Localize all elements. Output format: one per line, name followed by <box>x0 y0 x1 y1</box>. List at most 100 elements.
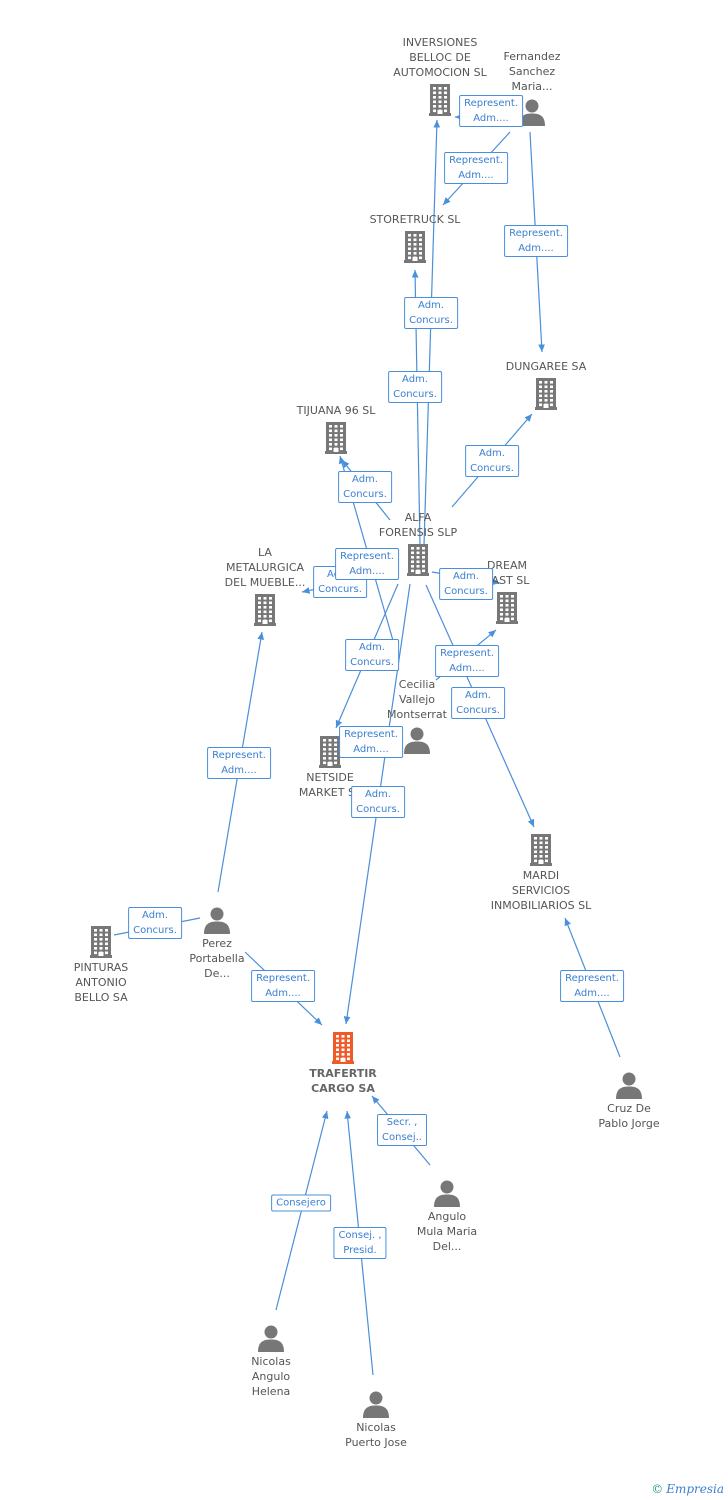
node-label-line: FORENSIS SLP <box>378 526 458 539</box>
building-icon <box>535 378 557 415</box>
edge-label-perez-metalurgica[interactable]: Represent. Adm.... <box>207 747 271 779</box>
edge-label-alfa-storetruck[interactable]: Adm.Concurs. <box>404 297 458 329</box>
edge-label-cecilia-tijuana[interactable]: Represent. Adm.... <box>335 548 399 580</box>
edge-label-line: Concurs. <box>444 586 488 597</box>
edge-label-fernandez-inversiones[interactable]: Represent. Adm.... <box>459 95 523 127</box>
edge-label-alfa-dungaree[interactable]: Adm.Concurs. <box>465 445 519 477</box>
edge-label-alfa-mardi[interactable]: Adm.Concurs. <box>451 687 505 719</box>
building-icon <box>332 1032 354 1069</box>
edge-label-line: Represent. <box>340 551 394 562</box>
edge-label-line: Adm.... <box>458 170 494 181</box>
edge-label-line: Adm.... <box>221 765 257 776</box>
edge-label-line: Concurs. <box>356 804 400 815</box>
edge-label-line: Adm.... <box>473 113 509 124</box>
edge-label-nicolas_puerto-trafertir[interactable]: Consej. ,Presid. <box>333 1227 387 1259</box>
node-label-line: Pablo Jorge <box>598 1117 660 1130</box>
node-label-line: EAST SL <box>484 574 530 587</box>
edge-label-line: Adm. <box>365 789 391 800</box>
node-label-line: METALURGICA <box>225 561 305 574</box>
node-label-line: De... <box>204 967 230 980</box>
edge-label-line: Represent. <box>509 228 563 239</box>
node-label-line: Nicolas <box>356 1421 396 1434</box>
edge-label-cecilia-dream[interactable]: Represent. Adm.... <box>435 645 499 677</box>
node-label-line: Helena <box>251 1385 291 1398</box>
edge-alfa-inversiones <box>423 119 441 546</box>
node-label-line: CARGO SA <box>311 1082 375 1095</box>
node-label-line: Maria... <box>511 80 553 93</box>
node-label-line: Angulo <box>251 1370 291 1383</box>
node-label: Cruz De Pablo Jorge <box>598 1101 659 1131</box>
edge-label-angulo_mula-trafertir[interactable]: Secr. ,Consej.. <box>377 1114 427 1146</box>
person-icon <box>615 1071 643 1104</box>
edge-label-line: Represent. <box>212 750 266 761</box>
edge-label-line: Represent. <box>440 648 494 659</box>
edge-label-line: Adm. <box>402 374 428 385</box>
node-label-line: AUTOMOCION SL <box>393 66 487 79</box>
edge-label-line: Adm. <box>359 642 385 653</box>
edge-label-fernandez-storetruck[interactable]: Represent.Adm.... <box>444 152 508 184</box>
node-label-line: Mula Maria <box>416 1225 478 1238</box>
building-icon <box>530 834 552 871</box>
node-label-line: Cecilia <box>398 678 436 691</box>
person-icon <box>203 906 231 939</box>
building-icon <box>325 422 347 459</box>
node-label-line: BELLOC DE <box>409 51 471 64</box>
edge-label-line: Concurs. <box>343 489 387 500</box>
person-icon <box>518 98 546 131</box>
building-icon <box>404 231 426 268</box>
edge-label-nicolas_angulo-trafertir[interactable]: Consejero <box>271 1194 331 1212</box>
node-label-line: DREAM <box>486 559 528 572</box>
node-label-line: ANTONIO <box>75 976 127 989</box>
edge-label-alfa-netside[interactable]: Adm. Concurs. <box>345 639 399 671</box>
edge-label-alfa-tijuana[interactable]: Adm. Concurs. <box>338 471 392 503</box>
node-label-line: LA <box>258 546 272 559</box>
building-icon <box>429 84 451 121</box>
edge-label-pinturas-perez[interactable]: Adm.Concurs. <box>128 907 182 939</box>
edge-label-alfa-dream[interactable]: Adm.Concurs. <box>439 568 493 600</box>
node-label-line: Cruz De <box>607 1102 651 1115</box>
edge-label-line: Consej. , <box>338 1230 382 1241</box>
edge-label-line: Adm.... <box>349 566 385 577</box>
node-label-line: Angulo <box>427 1210 467 1223</box>
edge-label-line: Adm. <box>479 448 505 459</box>
node-label: PINTURAS ANTONIO BELLO SA <box>74 960 129 1005</box>
node-label-line: MARDI <box>522 869 560 882</box>
edge-label-alfa-trafertir[interactable]: Adm. Concurs. <box>351 786 405 818</box>
node-label-line: DUNGAREE SA <box>505 360 587 373</box>
footer-brand[interactable]: ©Empresia <box>651 1482 724 1496</box>
edge-label-line: Represent. <box>344 729 398 740</box>
edge-label-line: Adm.... <box>518 243 554 254</box>
person-icon <box>362 1390 390 1423</box>
brand-name: Empresia <box>666 1482 724 1496</box>
node-label-line: INVERSIONES <box>402 36 478 49</box>
building-icon <box>407 544 429 581</box>
edge-label-line: Adm. <box>465 690 491 701</box>
edge-label-perez-trafertir[interactable]: Represent.Adm.... <box>251 970 315 1002</box>
node-label: TRAFERTIR CARGO SA <box>309 1066 377 1096</box>
edge-label-fernandez-dungaree[interactable]: Represent. Adm.... <box>504 225 568 257</box>
edge-label-cecilia-netside[interactable]: Represent. Adm.... <box>339 726 403 758</box>
edge-label-line: Adm. <box>352 474 378 485</box>
edge-label-line: Adm.... <box>353 744 389 755</box>
edge-label-line: Represent. <box>464 98 518 109</box>
edge-label-line: Concurs. <box>318 584 362 595</box>
node-label-line: Del... <box>432 1240 462 1253</box>
edge-label-cruz-mardi[interactable]: Represent.Adm.... <box>560 970 624 1002</box>
node-label-line: NETSIDE <box>306 771 354 784</box>
edge-label-line: Concurs. <box>350 657 394 668</box>
person-icon <box>433 1179 461 1212</box>
node-label-line: TRAFERTIR <box>309 1067 377 1080</box>
edge-label-alfa-inversiones[interactable]: Adm.Concurs. <box>388 371 442 403</box>
node-label-line: BELLO SA <box>74 991 128 1004</box>
node-label-line: INMOBILIARIOS SL <box>490 899 592 912</box>
edge-label-line: Adm.... <box>449 663 485 674</box>
node-label-line: Perez <box>202 937 232 950</box>
node-label-line: PINTURAS <box>73 961 129 974</box>
